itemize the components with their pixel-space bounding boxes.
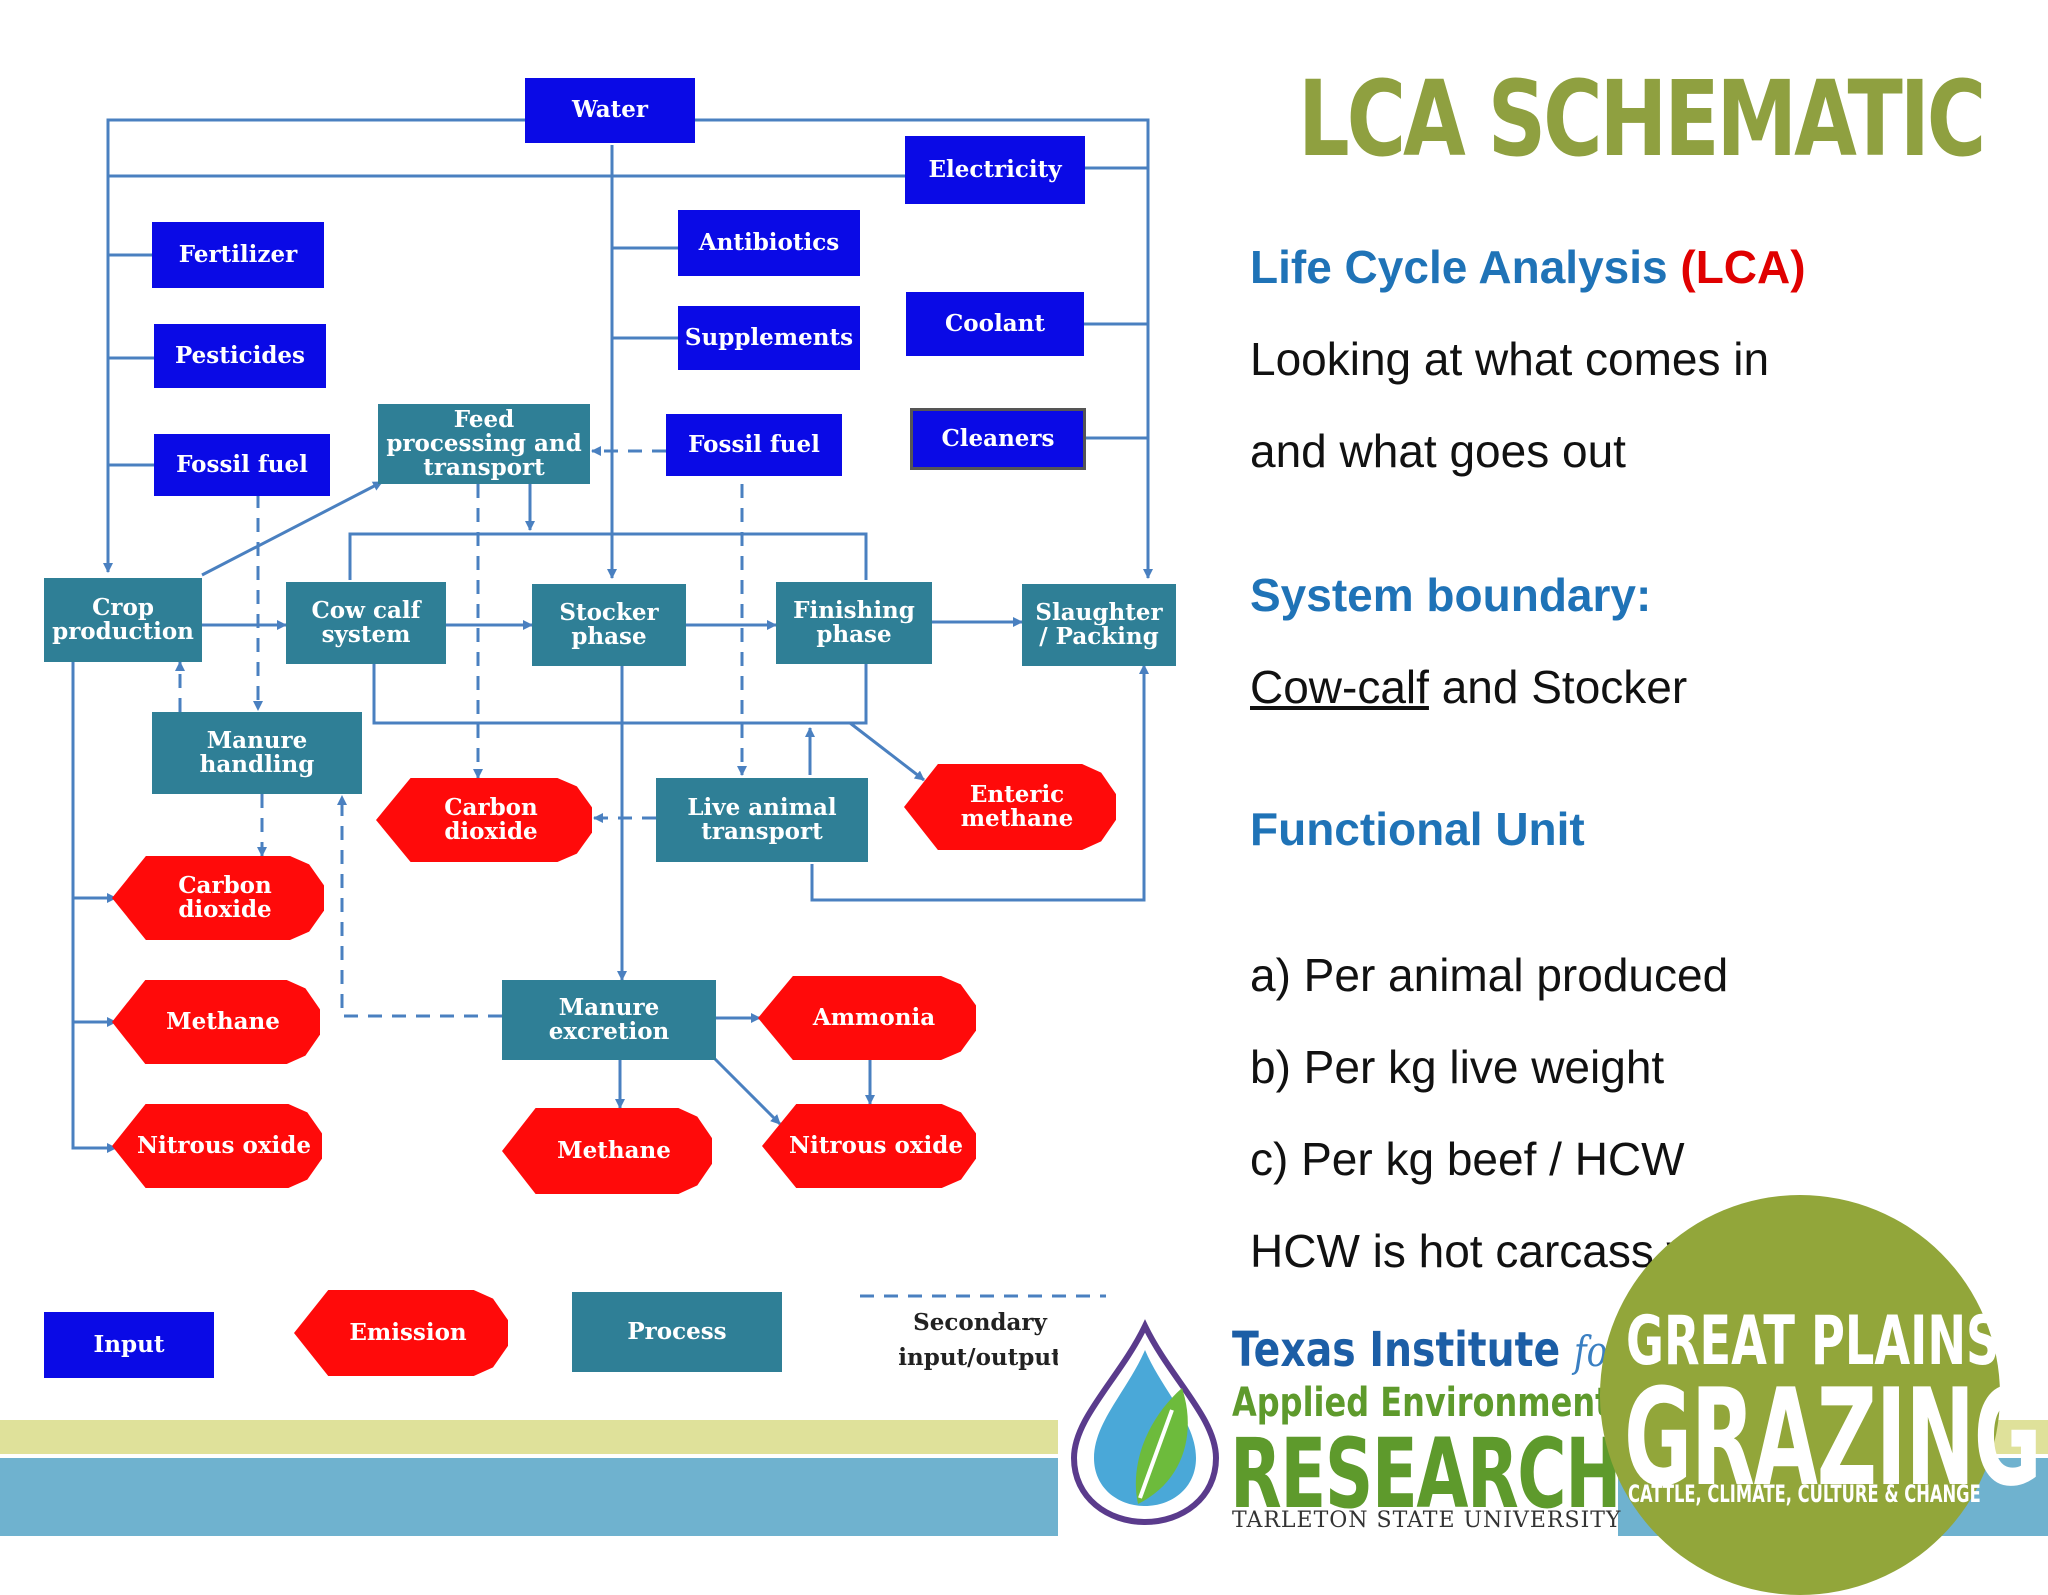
gpg-line3: CATTLE, CLIMATE, CULTURE & CHANGE [1628,1480,1981,1508]
input-water: Water [525,78,695,143]
boundary-rest: and Stocker [1428,661,1688,713]
input-supplements: Supplements [678,306,860,370]
process-slaughter: Slaughter / Packing [1022,584,1176,666]
heading-functional-unit: Functional Unit [1250,803,1585,855]
slide-title: LCA SCHEMATIC [1298,58,1986,180]
legend-secondary-label: Secondary input/output [880,1306,1080,1375]
input-pesticides: Pesticides [154,324,326,388]
boundary-underlined: Cow-calf [1250,661,1429,713]
connector-excretion-nitrous [710,1054,782,1126]
legend-input: Input [44,1312,214,1378]
process-manure-handling: Manure handling [152,712,362,794]
emission-methane-left: Methane [112,980,320,1064]
text-unit-c: c) Per kg beef / HCW [1250,1133,1685,1185]
process-finishing: Finishing phase [776,582,932,664]
connector-to-enteric [849,721,925,782]
tiaer-line4: TARLETON STATE UNIVERSITY [1232,1508,1622,1533]
legend-secondary-line2: input/output [898,1343,1062,1371]
input-fossil-fuel-left: Fossil fuel [154,434,330,496]
emission-carbon-dioxide-center: Carbon dioxide [376,778,592,862]
text-unit-b: b) Per kg live weight [1250,1041,1665,1093]
tiaer-leaf-icon [1070,1319,1220,1526]
dashed-excretion-manure [337,795,502,1018]
connector-crop-emissions [71,662,117,1153]
connector-water-left [103,118,525,573]
process-crop-production: Crop production [44,578,202,662]
gpg-line1: GREAT PLAINS [1626,1302,2000,1381]
tiaer-line3: RESEARCH [1230,1418,1621,1530]
emission-nitrous-oxide-right: Nitrous oxide [762,1104,976,1188]
legend-secondary-line1: Secondary [913,1309,1047,1336]
process-cow-calf: Cow calf system [286,582,446,664]
text-boundary: Cow-calf and Stocker [1250,660,1687,714]
heading-lca-blue: Life Cycle Analysis [1250,241,1668,293]
heading-lca: Life Cycle Analysis (LCA) [1250,240,1806,294]
lca-schematic-connectors [71,118,1153,1298]
legend-process: Process [572,1292,782,1372]
input-cleaners: Cleaners [910,408,1086,470]
legend-emission: Emission [294,1290,508,1376]
emission-enteric-methane: Enteric methane [904,764,1116,850]
connector-upper-rail [348,532,868,580]
input-coolant: Coolant [906,292,1084,356]
input-fossil-fuel-center: Fossil fuel [666,414,842,476]
connector-crop-feed [201,480,383,577]
gpg-logo-circle [1600,1195,2000,1595]
heading-lca-red: (LCA) [1680,241,1806,293]
input-antibiotics: Antibiotics [678,210,860,276]
tiaer-line2: Applied Environmental [1232,1380,1643,1426]
emission-methane-bottom: Methane [502,1108,712,1194]
process-feed-processing: Feed processing and transport [378,404,590,484]
tiaer-line1: Texas Institute for [1232,1322,1624,1378]
text-line2: and what goes out [1250,425,1626,477]
input-fertilizer: Fertilizer [152,222,324,288]
connector-lower-rail [372,664,868,725]
text-line1: Looking at what comes in [1250,333,1770,385]
emission-nitrous-oxide-left: Nitrous oxide [112,1104,322,1188]
process-stocker: Stocker phase [532,584,686,666]
gpg-line2: GRAZING [1624,1360,2042,1516]
emission-ammonia: Ammonia [758,976,976,1060]
connector-water-right [692,118,1153,579]
text-unit-a: a) Per animal produced [1250,949,1729,1001]
input-electricity: Electricity [905,136,1085,204]
process-manure-excretion: Manure excretion [502,980,716,1060]
emission-carbon-dioxide-left: Carbon dioxide [112,856,324,940]
process-live-animal-transport: Live animal transport [656,778,868,862]
heading-system-boundary: System boundary: [1250,569,1652,621]
connector-transport-slaughter [810,664,1149,902]
